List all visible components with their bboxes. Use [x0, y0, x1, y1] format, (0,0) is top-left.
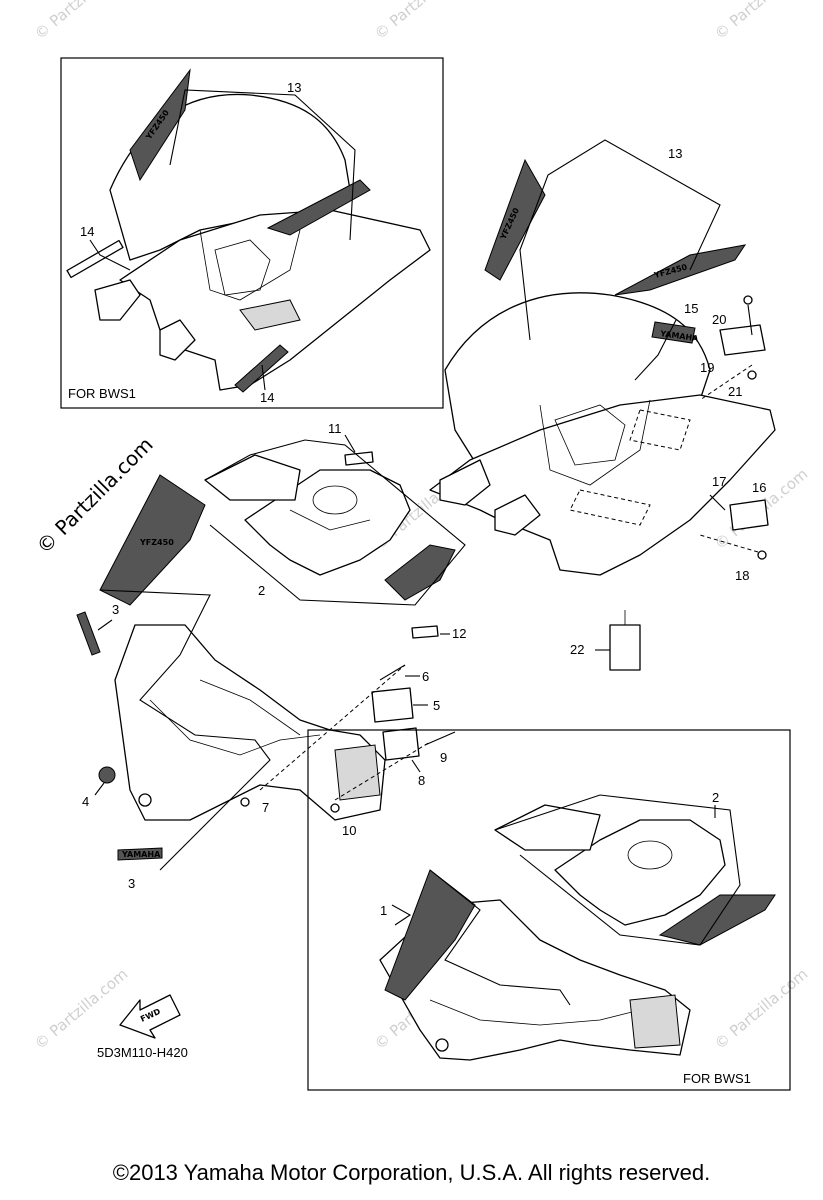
watermark-3: © Partzilla.com	[711, 0, 811, 43]
plate-8	[382, 727, 420, 761]
callout-22: 22	[570, 642, 584, 657]
callout-14-top: 14	[80, 224, 94, 239]
callout-2-main: 2	[258, 583, 265, 598]
inset-top-left-leader-13	[169, 89, 356, 241]
watermark-2: © Partzilla.com	[371, 0, 471, 43]
inset-top-left-decal-13b	[266, 179, 371, 236]
watermark-8: © Partzilla.com	[711, 965, 811, 1053]
callout-3-bottom: 3	[128, 876, 135, 891]
nut-21	[747, 370, 757, 380]
callout-9: 9	[440, 750, 447, 765]
bolt-6	[379, 664, 406, 681]
leader-11	[344, 434, 356, 453]
inset-top-left-frame	[60, 57, 444, 409]
decal-11	[344, 451, 374, 466]
callout-4: 4	[82, 794, 89, 809]
callout-1: 1	[380, 903, 387, 918]
copyright-notice: ©2013 Yamaha Motor Corporation, U.S.A. A…	[112, 1160, 711, 1185]
dash-line-front-1	[259, 664, 406, 791]
inset-bottom-right-tank-cover	[494, 804, 776, 946]
callout-19: 19	[700, 360, 714, 375]
callout-11: 11	[328, 421, 342, 436]
callout-6: 6	[422, 669, 429, 684]
fwd-arrow-icon: FWD	[119, 994, 181, 1039]
front-group-outline	[99, 589, 271, 871]
watermark-1: © Partzilla.com	[31, 0, 131, 43]
tank-decal-right	[384, 544, 456, 601]
rear-fender	[429, 292, 776, 576]
decal-12	[411, 625, 439, 639]
bolt-20	[747, 304, 753, 336]
svg-text:YAMAHA: YAMAHA	[121, 850, 161, 859]
bolt-9	[424, 731, 456, 746]
nut-7	[240, 797, 250, 807]
inset-top-left-decal-13a: YFZ450	[129, 68, 191, 182]
leader-13-main	[519, 139, 721, 341]
callout-7: 7	[262, 800, 269, 815]
callout-17: 17	[712, 474, 726, 489]
inset-bottom-right-label: FOR BWS1	[683, 1071, 751, 1086]
tag-22	[609, 624, 641, 671]
callout-13-main: 13	[668, 146, 682, 161]
plate-19	[719, 324, 766, 356]
inset-top-left-leader-14b	[261, 364, 266, 391]
callout-16: 16	[752, 480, 766, 495]
callout-8: 8	[418, 773, 425, 788]
watermark-6: © Partzilla.com	[31, 965, 131, 1053]
inset-leader-1	[391, 904, 412, 926]
grommet-4	[98, 766, 116, 784]
front-decal-1: YFZ450	[99, 474, 206, 606]
inset-top-left-label: FOR BWS1	[68, 386, 136, 401]
yamaha-decal-3-top	[76, 611, 101, 656]
yamaha-decal-3-bottom: YAMAHA	[117, 847, 163, 861]
leader-21	[699, 364, 753, 401]
inset-bottom-right-front-fender	[379, 899, 691, 1061]
leader-4	[94, 782, 105, 796]
nut-18	[757, 550, 767, 560]
plate-16	[729, 499, 769, 531]
front-fender	[114, 624, 386, 821]
rear-decal-13a: YFZ450	[484, 158, 546, 281]
inset-top-left-leader-14a	[89, 239, 131, 271]
tank-decal-left	[204, 454, 301, 501]
callout-14-bottom: 14	[260, 390, 274, 405]
leader-18	[699, 534, 759, 553]
callout-18: 18	[735, 568, 749, 583]
svg-text:YFZ450: YFZ450	[139, 538, 174, 547]
callout-13-inset: 13	[287, 80, 301, 95]
bolt-20-head	[743, 295, 753, 305]
inset-front-outline	[429, 869, 571, 1006]
leader-8	[411, 759, 421, 773]
callout-20: 20	[712, 312, 726, 327]
inset-bottom-right-frame	[307, 729, 791, 1091]
callout-3-top: 3	[112, 602, 119, 617]
callout-5: 5	[433, 698, 440, 713]
callout-12: 12	[452, 626, 466, 641]
nut-10	[330, 803, 340, 813]
inset-top-left-strip-14a	[66, 239, 124, 279]
plate-5	[371, 687, 414, 723]
leader-3-top	[97, 619, 113, 631]
callout-2-inset: 2	[712, 790, 719, 805]
callout-21: 21	[728, 384, 742, 399]
leader-15	[634, 319, 677, 381]
tank-group-outline	[204, 439, 466, 606]
callout-15: 15	[684, 301, 698, 316]
dash-line-front-2	[334, 741, 431, 801]
callout-10: 10	[342, 823, 356, 838]
bolt-17	[709, 494, 726, 511]
inset-top-left-strip-14b	[234, 344, 289, 393]
diagram-code: 5D3M110-H420	[97, 1045, 188, 1060]
inset-front-decal-1	[384, 869, 476, 1001]
inset-bottom-right-outline-2	[494, 794, 741, 946]
rear-decal-13b: YFZ450	[614, 244, 747, 296]
